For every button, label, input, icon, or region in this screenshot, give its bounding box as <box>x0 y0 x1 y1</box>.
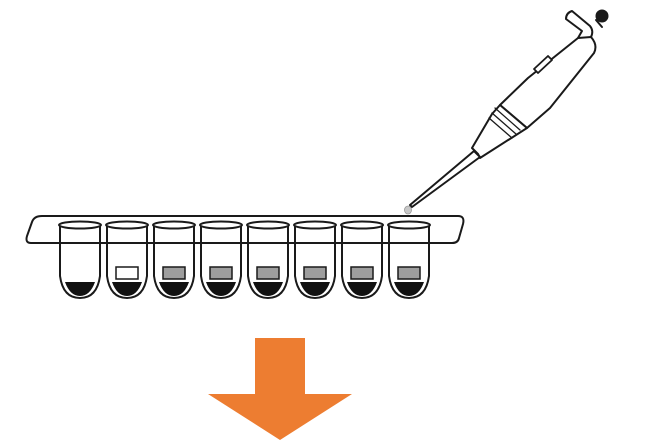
liquid-layer <box>209 266 233 280</box>
pipette-tip <box>409 150 481 208</box>
pellet <box>159 282 189 296</box>
tube-rim <box>387 220 431 230</box>
tube <box>58 220 102 299</box>
tube-holder-plate <box>25 215 465 244</box>
tube <box>152 220 196 299</box>
plunger-stem <box>595 19 603 28</box>
plunger-button <box>595 9 609 23</box>
pellet <box>65 282 95 296</box>
tube <box>387 220 431 299</box>
pellet <box>347 282 377 296</box>
liquid-layer <box>115 266 139 280</box>
display-window <box>533 55 553 74</box>
tube-outline <box>388 225 430 299</box>
pellet <box>206 282 236 296</box>
pipette-body <box>499 36 597 129</box>
tube-rim <box>152 220 196 230</box>
tube-outline <box>294 225 336 299</box>
tube-rim <box>199 220 243 230</box>
tube <box>246 220 290 299</box>
tube-outline <box>341 225 383 299</box>
liquid-layer <box>397 266 421 280</box>
grip-rings <box>488 107 521 139</box>
tube <box>293 220 337 299</box>
tube-outline <box>247 225 289 299</box>
tube-outline <box>59 225 101 299</box>
tube-rim <box>58 220 102 230</box>
pellet <box>394 282 424 296</box>
liquid-layer <box>162 266 186 280</box>
tube <box>199 220 243 299</box>
liquid-layer <box>303 266 327 280</box>
down-arrow <box>208 338 352 440</box>
pellet <box>112 282 142 296</box>
tube-outline <box>153 225 195 299</box>
liquid-layer <box>350 266 374 280</box>
tube-outline <box>106 225 148 299</box>
tube-rim <box>105 220 149 230</box>
tube-rim <box>246 220 290 230</box>
tube-rim <box>340 220 384 230</box>
droplet <box>404 205 412 215</box>
tube-rim <box>293 220 337 230</box>
tube-outline <box>200 225 242 299</box>
pellet <box>253 282 283 296</box>
tube <box>105 220 149 299</box>
pellet <box>300 282 330 296</box>
liquid-layer <box>256 266 280 280</box>
pipette <box>409 9 609 208</box>
tube <box>340 220 384 299</box>
tube-strip <box>58 220 431 299</box>
